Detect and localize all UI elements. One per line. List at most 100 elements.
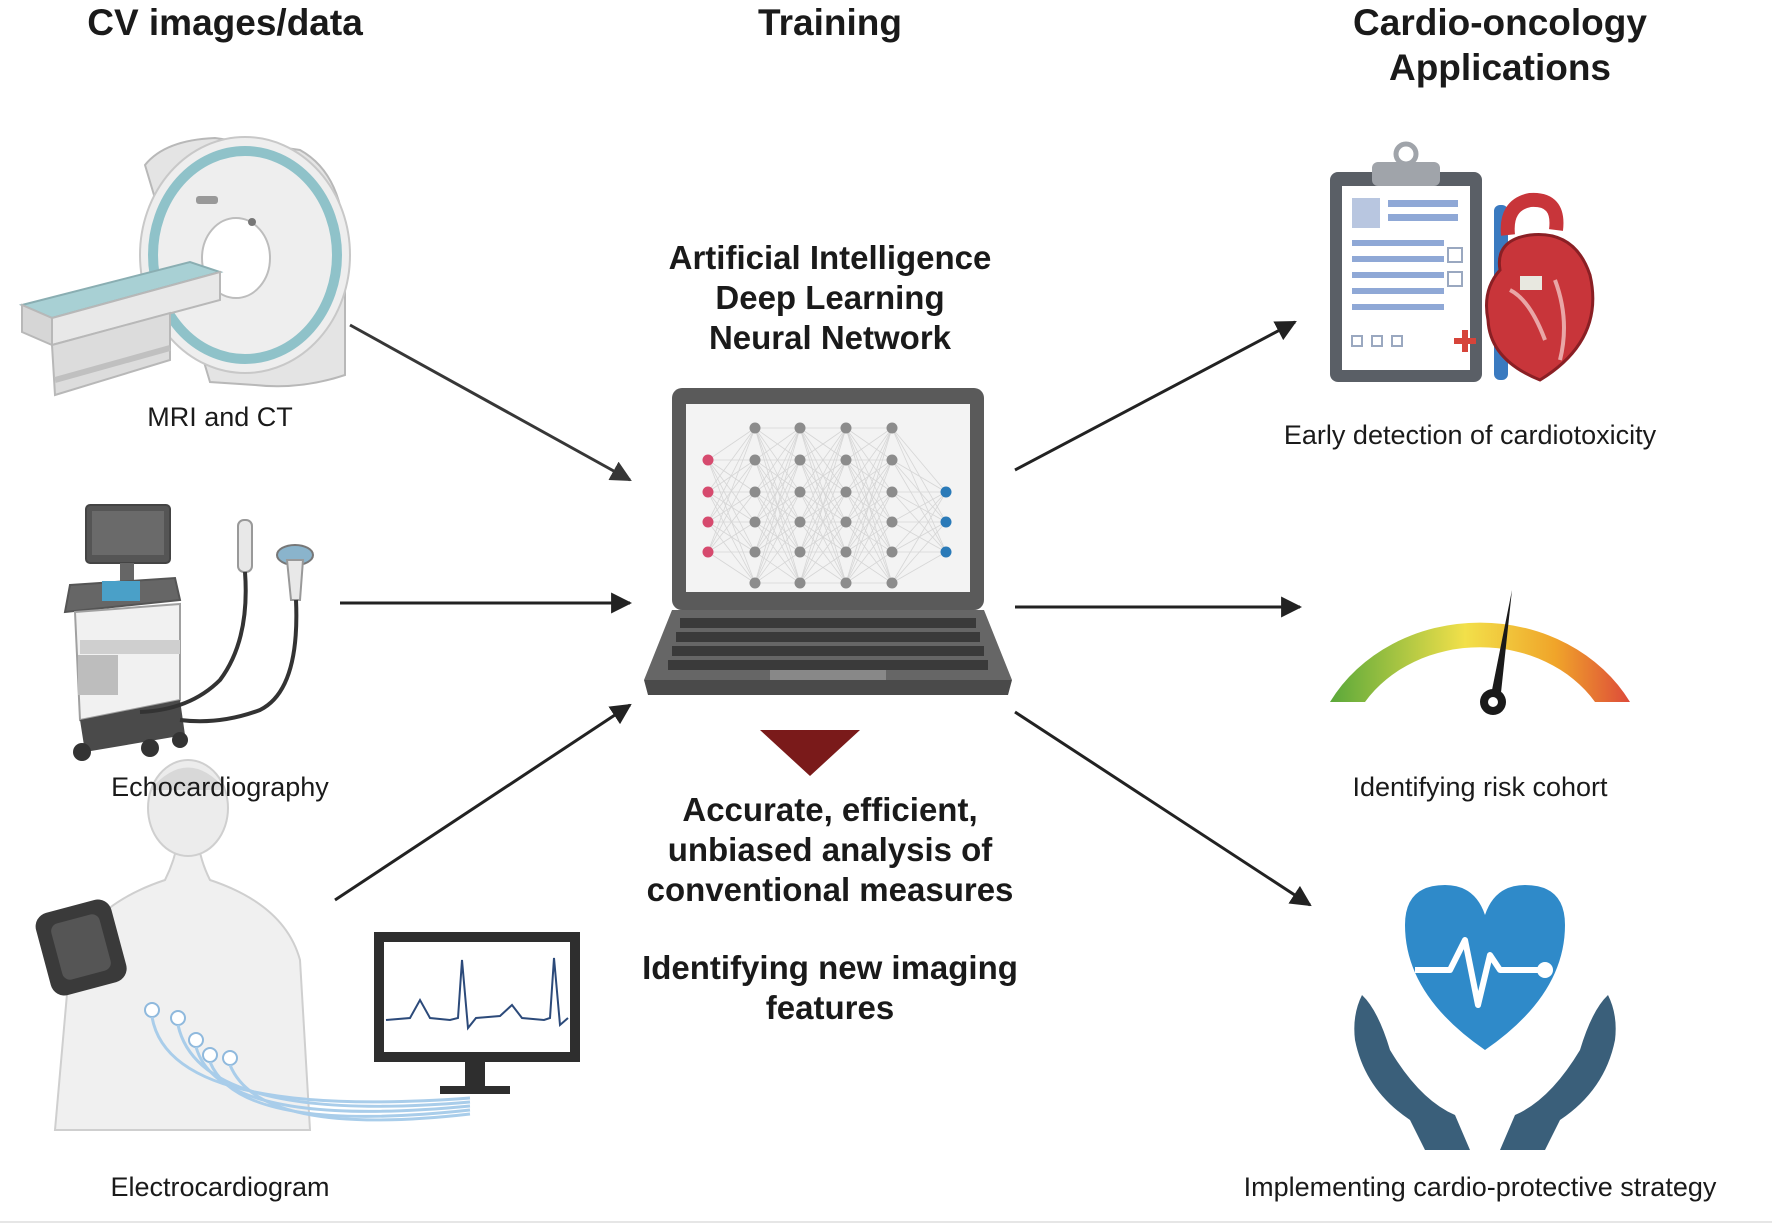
heart-hands-icon xyxy=(1354,885,1616,1150)
nn-node xyxy=(794,422,806,434)
nn-node xyxy=(749,516,761,528)
nn-node xyxy=(940,516,952,528)
outcome-features-text: Identifying new imaging features xyxy=(600,948,1060,1028)
arrow-mri-to-ai xyxy=(349,323,632,482)
nn-node xyxy=(749,454,761,466)
nn-node xyxy=(886,486,898,498)
nn-connection xyxy=(799,459,847,584)
ai-method-line: Neural Network xyxy=(708,319,952,356)
nn-connection xyxy=(891,491,947,523)
nn-node xyxy=(794,486,806,498)
nn-connection xyxy=(754,427,801,553)
nn-connection xyxy=(799,459,847,493)
nn-node xyxy=(749,422,761,434)
nn-connection xyxy=(845,521,893,584)
nn-connection xyxy=(754,459,801,584)
nn-connection xyxy=(845,427,893,493)
nn-connection xyxy=(707,521,756,553)
input-arrows xyxy=(334,323,633,902)
ecg-label: Electrocardiogram xyxy=(110,1172,330,1202)
nn-connection xyxy=(891,521,947,584)
mri-label: MRI and CT xyxy=(147,402,293,432)
risk-gauge-icon xyxy=(1330,590,1630,715)
nn-connection xyxy=(845,551,893,584)
nn-connection xyxy=(754,551,801,584)
nn-node xyxy=(940,546,952,558)
ai-methods-text: Artificial Intelligence Deep Learning Ne… xyxy=(620,238,1040,358)
nn-node xyxy=(840,546,852,558)
outcome-line: Accurate, efficient, xyxy=(682,791,978,828)
risk-label: Identifying risk cohort xyxy=(1352,772,1608,802)
nn-node xyxy=(840,577,852,589)
nn-connection xyxy=(891,491,947,584)
right-column-title: Cardio-oncology Applications xyxy=(1300,0,1700,90)
ai-method-line: Artificial Intelligence xyxy=(668,239,992,276)
nn-node xyxy=(886,454,898,466)
ecg-patient-icon xyxy=(35,759,580,1131)
nn-connection xyxy=(707,551,756,584)
nn-node xyxy=(702,516,714,528)
nn-node xyxy=(886,516,898,528)
nn-connection xyxy=(707,491,756,553)
detection-label: Early detection of cardiotoxicity xyxy=(1283,420,1657,450)
arrow-ai-to-protect xyxy=(1014,710,1312,907)
nn-connection xyxy=(845,491,893,523)
nn-node xyxy=(840,422,852,434)
nn-node xyxy=(794,546,806,558)
nn-node xyxy=(749,486,761,498)
center-column-title: Training xyxy=(758,2,902,43)
nn-connection xyxy=(845,491,893,584)
nn-node xyxy=(702,486,714,498)
bottom-divider xyxy=(0,1221,1772,1223)
laptop-icon xyxy=(644,388,1012,695)
nn-connection xyxy=(891,551,947,584)
nn-connection xyxy=(891,427,947,553)
arrow-ecg-to-ai xyxy=(334,703,632,902)
nn-node xyxy=(749,546,761,558)
output-arrows xyxy=(1014,320,1312,907)
outcome-line: features xyxy=(765,989,895,1026)
nn-node xyxy=(886,422,898,434)
outcome-line: conventional measures xyxy=(646,871,1014,908)
nn-node xyxy=(794,577,806,589)
nn-connection xyxy=(799,551,847,584)
nn-node xyxy=(749,577,761,589)
nn-connection xyxy=(891,459,947,553)
right-title-line1: Cardio-oncology xyxy=(1353,2,1647,43)
nn-connection xyxy=(845,459,893,493)
ai-method-line: Deep Learning xyxy=(715,279,945,316)
nn-node xyxy=(840,486,852,498)
nn-connection xyxy=(707,459,756,493)
outcome-line: Identifying new imaging xyxy=(642,949,1018,986)
mri-scanner-icon xyxy=(18,136,351,397)
nn-connection xyxy=(891,459,947,523)
arrow-ai-to-detection xyxy=(1014,320,1297,472)
neural-network xyxy=(702,422,952,589)
nn-connection xyxy=(845,459,893,584)
outcome-analysis-text: Accurate, efficient, unbiased analysis o… xyxy=(600,790,1060,910)
nn-connection xyxy=(754,427,801,584)
nn-connection xyxy=(845,427,893,461)
nn-node xyxy=(794,454,806,466)
nn-node xyxy=(940,486,952,498)
nn-node xyxy=(794,516,806,528)
nn-connection xyxy=(754,491,801,523)
nn-connection xyxy=(799,427,847,461)
nn-connection xyxy=(799,521,847,584)
nn-node xyxy=(886,546,898,558)
nn-connection xyxy=(707,427,756,553)
nn-node xyxy=(702,546,714,558)
nn-connection xyxy=(799,427,847,553)
nn-connection xyxy=(707,459,756,553)
nn-connection xyxy=(707,491,756,523)
nn-connection xyxy=(891,459,947,493)
nn-connection xyxy=(707,427,756,461)
nn-connection xyxy=(891,427,947,493)
nn-connection xyxy=(707,427,756,493)
nn-connection xyxy=(891,491,947,553)
nn-connection xyxy=(707,427,756,523)
ultrasound-machine-icon xyxy=(63,504,314,761)
nn-connection xyxy=(754,459,801,493)
nn-node xyxy=(886,577,898,589)
